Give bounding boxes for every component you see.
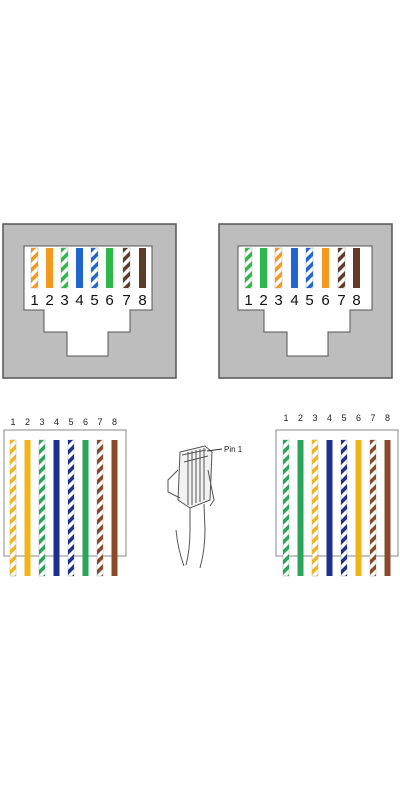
cable-b-number-2: 2 <box>298 413 303 423</box>
cable-a-wire-4 <box>53 440 60 576</box>
jack-a-pin-label-8: 8 <box>138 292 146 309</box>
cable-b-wire-7 <box>369 439 377 577</box>
jack-b-wire-2 <box>260 248 267 288</box>
jack-b-pin-label-2: 2 <box>259 292 267 309</box>
jack-b-pin-label-7: 7 <box>337 292 345 309</box>
jack-b-pin-label-8: 8 <box>352 292 360 309</box>
jack-a-wire-8 <box>139 248 146 288</box>
cable-b-wire-3 <box>311 439 319 577</box>
cable-a-frame <box>3 429 127 557</box>
cable-b-wire-2 <box>297 440 304 576</box>
cable-b-wire-4 <box>326 440 333 576</box>
cable-a-number-2: 2 <box>25 417 30 427</box>
cable-b-wire-6 <box>355 440 362 576</box>
jack-a-pin-label-5: 5 <box>90 292 98 309</box>
jack-b-wire-6 <box>322 248 329 288</box>
cable-b-number-7: 7 <box>370 413 375 423</box>
cable-b-wires <box>282 439 391 577</box>
cable-b-number-5: 5 <box>341 413 346 423</box>
jack-b-pin-label-4: 4 <box>290 292 298 309</box>
cable-a-number-8: 8 <box>112 417 117 427</box>
cable-b-number-3: 3 <box>312 413 317 423</box>
jack-a-pin-label-4: 4 <box>75 292 83 309</box>
cable-b-wire-1 <box>282 439 290 577</box>
jack-a-pin-label-7: 7 <box>122 292 130 309</box>
jack-a-wire-7 <box>122 247 131 289</box>
jack-a-opening <box>23 245 153 357</box>
jack-b-wire-5 <box>305 247 314 289</box>
jack-b-wire-8 <box>353 248 360 288</box>
pin-1-label: Pin 1 <box>224 445 243 454</box>
cable-b-wire-5 <box>340 439 348 577</box>
cable-a-wire-1 <box>9 439 17 577</box>
jack-a-pin-label-6: 6 <box>105 292 113 309</box>
jack-b-wires <box>244 247 360 289</box>
cable-a-number-5: 5 <box>68 417 73 427</box>
jack-a-pin-label-2: 2 <box>45 292 53 309</box>
jack-a-wire-3 <box>60 247 69 289</box>
jack-b-pin-label-1: 1 <box>244 292 252 309</box>
jack-a-wire-2 <box>46 248 53 288</box>
cable-b-frame <box>275 429 399 557</box>
cable-a-number-7: 7 <box>97 417 102 427</box>
jack-b-pin-label-6: 6 <box>321 292 329 309</box>
cable-b-number-4: 4 <box>327 413 332 423</box>
jack-b-pin-label-3: 3 <box>274 292 282 309</box>
cable-a-number-6: 6 <box>83 417 88 427</box>
cable-a-number-4: 4 <box>54 417 59 427</box>
jack-a-wires <box>30 247 146 289</box>
cable-b-wire-8 <box>384 440 391 576</box>
jack-b-wire-3 <box>274 247 283 289</box>
rj45-plug-icon <box>167 445 223 569</box>
jack-b-wire-4 <box>291 248 298 288</box>
pin-1-pointer <box>206 448 223 452</box>
cable-a-number-3: 3 <box>39 417 44 427</box>
cable-a-wire-7 <box>96 439 104 577</box>
jack-a-pin-label-1: 1 <box>30 292 38 309</box>
jack-b-pin-label-5: 5 <box>305 292 313 309</box>
cable-a-wire-5 <box>67 439 75 577</box>
jack-a-wire-1 <box>30 247 39 289</box>
cable-a-wire-2 <box>24 440 31 576</box>
cable-b-number-8: 8 <box>385 413 390 423</box>
cable-a-wire-6 <box>82 440 89 576</box>
jack-b-wire-1 <box>244 247 253 289</box>
jack-a-pin-label-3: 3 <box>60 292 68 309</box>
cable-b-number-6: 6 <box>356 413 361 423</box>
cable-a-wire-3 <box>38 439 46 577</box>
jack-a-wire-5 <box>90 247 99 289</box>
jack-a-wire-6 <box>106 248 113 288</box>
cable-a-number-1: 1 <box>10 417 15 427</box>
cable-a-wire-8 <box>111 440 118 576</box>
jack-b-wire-7 <box>337 247 346 289</box>
cable-b-number-1: 1 <box>283 413 288 423</box>
cable-a-wires <box>9 439 118 577</box>
jack-a-wire-4 <box>76 248 83 288</box>
